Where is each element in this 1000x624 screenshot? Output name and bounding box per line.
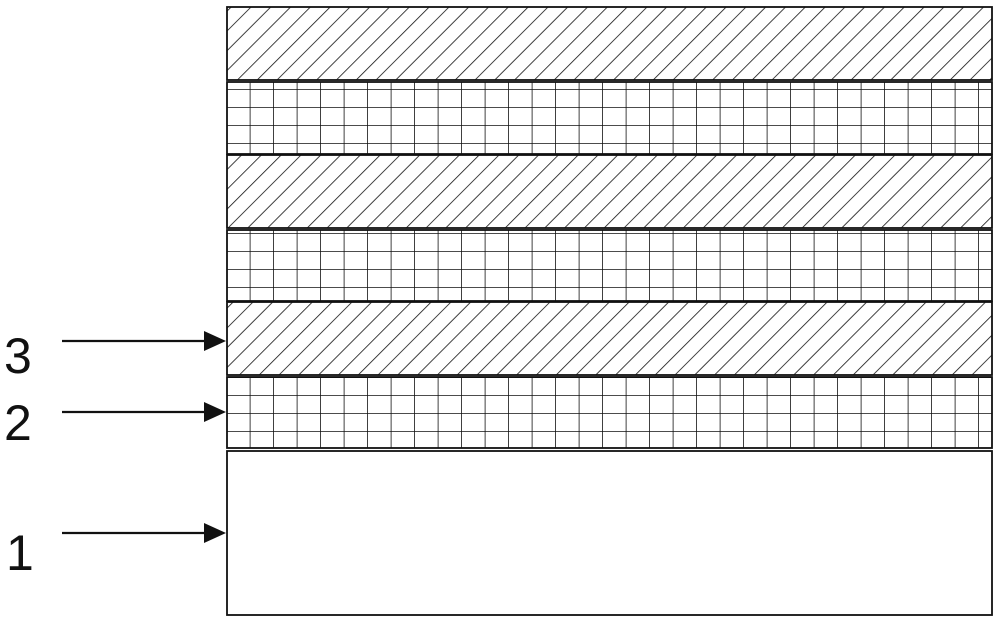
middle-grid-layer (227, 230, 992, 301)
arrowhead-icon (204, 331, 226, 351)
callout-label-1: 1 (6, 525, 34, 581)
layer-3-hatched (227, 302, 992, 375)
callout-1: 1 (6, 523, 226, 581)
layer-2-grid (227, 377, 992, 448)
arrowhead-icon (204, 523, 226, 543)
upper-grid-layer (227, 82, 992, 154)
middle-hatched-layer (227, 155, 992, 228)
layer-1-substrate (227, 451, 992, 615)
arrowhead-icon (204, 402, 226, 422)
callout-label-3: 3 (4, 328, 32, 384)
callout-label-2: 2 (4, 395, 32, 451)
callout-3: 3 (4, 328, 226, 384)
top-hatched-layer (227, 7, 992, 80)
callout-2: 2 (4, 395, 226, 451)
